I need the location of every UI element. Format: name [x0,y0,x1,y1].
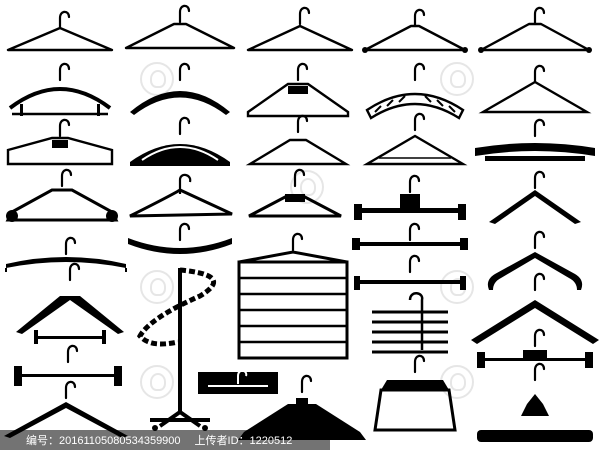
clothes-hanger [246,62,350,118]
clip-hanger [352,222,468,250]
clothes-hanger [16,262,124,344]
clothes-hanger [245,114,351,166]
multi-bar-hanger [372,292,448,354]
uploader-id: 上传者ID：1220512 [195,432,293,448]
clothes-hanger [489,170,581,224]
clip-hanger-box [198,369,278,394]
bag-hanger [373,354,457,432]
clothes-hanger [6,118,114,166]
watermark-logo [140,365,174,399]
clothes-hanger [5,168,119,222]
watermark-logo [290,170,324,204]
image-id: 编号：20161105080534359900 [26,432,181,448]
clip-hanger [14,344,122,386]
clothes-hanger [478,64,592,114]
clip-hanger [354,174,466,220]
tiered-hanger [237,232,349,360]
curved-hanger [128,222,232,254]
clothes-hanger [130,62,230,115]
spiral-hanger-stand [136,267,216,431]
watermark-logo [140,270,174,304]
clothes-hanger [487,230,583,290]
clothes-hanger [362,112,468,166]
watermark-logo [440,62,474,96]
image-info-bar: 编号：20161105080534359900 上传者ID：1220512 [0,430,330,450]
clothes-hanger [365,62,465,120]
clip-hanger [477,328,593,368]
clothes-hanger [8,62,112,116]
image-id-label: 编号： [26,435,59,447]
wire-hanger [246,6,354,52]
clip-hanger [354,254,466,290]
wire-hanger [124,4,236,50]
clothes-hanger [475,118,595,161]
wire-hanger [362,8,468,53]
wire-hanger [478,6,592,53]
clothes-hanger [129,173,233,218]
uploader-id-value: 1220512 [249,435,293,447]
clothes-hanger [471,272,599,344]
clothes-hanger [130,116,230,166]
clothes-hanger [477,362,593,442]
image-id-value: 20161105080534359900 [59,435,181,447]
curved-hanger [5,236,127,272]
clothes-hanger [248,168,342,218]
watermark-logo [140,62,174,96]
wire-hanger [6,10,114,52]
uploader-id-label: 上传者ID： [194,435,250,447]
